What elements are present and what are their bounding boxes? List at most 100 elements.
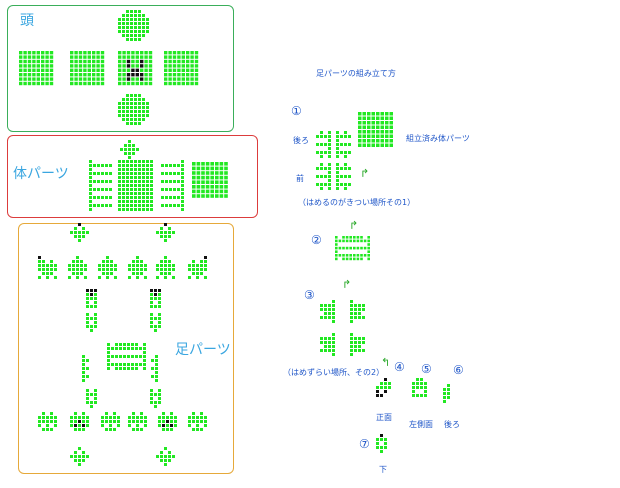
green-bead bbox=[168, 59, 172, 64]
green-bead bbox=[155, 379, 158, 382]
green-bead bbox=[106, 272, 109, 275]
green-bead bbox=[150, 313, 153, 316]
step3-left-piece bbox=[320, 300, 335, 323]
green-bead bbox=[360, 236, 363, 239]
black-bead bbox=[135, 73, 139, 77]
green-bead bbox=[350, 341, 353, 344]
green-bead bbox=[136, 416, 139, 419]
green-bead bbox=[376, 130, 380, 134]
green-bead bbox=[76, 256, 79, 259]
step-3-number: ③ bbox=[304, 288, 315, 302]
green-bead bbox=[90, 405, 93, 408]
green-bead bbox=[140, 260, 143, 263]
green-bead bbox=[160, 260, 163, 263]
green-bead bbox=[151, 359, 154, 362]
green-bead bbox=[134, 196, 137, 199]
black-bead bbox=[74, 424, 77, 427]
green-bead bbox=[215, 175, 219, 180]
green-bead bbox=[164, 455, 167, 458]
green-bead bbox=[130, 102, 133, 105]
green-bead bbox=[82, 371, 85, 374]
green-bead bbox=[160, 268, 163, 271]
green-bead bbox=[148, 73, 153, 77]
green-bead bbox=[128, 424, 131, 427]
green-bead bbox=[135, 343, 138, 346]
green-bead bbox=[100, 59, 105, 64]
leg-shin-piece bbox=[150, 313, 161, 332]
green-bead bbox=[156, 264, 159, 267]
green-bead bbox=[138, 188, 141, 191]
green-bead bbox=[181, 68, 185, 72]
green-bead bbox=[447, 392, 450, 395]
green-bead bbox=[416, 386, 419, 389]
black-bead bbox=[140, 77, 144, 81]
green-bead bbox=[100, 81, 105, 86]
green-bead bbox=[196, 428, 199, 431]
green-bead bbox=[169, 172, 172, 175]
green-bead bbox=[130, 110, 133, 113]
green-bead bbox=[192, 171, 196, 175]
green-bead bbox=[168, 55, 172, 59]
green-bead bbox=[385, 121, 389, 125]
green-bead bbox=[150, 317, 153, 320]
green-bead bbox=[119, 363, 122, 366]
green-bead bbox=[215, 171, 219, 175]
green-bead bbox=[32, 81, 36, 86]
green-bead bbox=[70, 81, 74, 86]
green-bead bbox=[82, 428, 85, 431]
green-bead bbox=[100, 55, 105, 59]
green-bead bbox=[110, 260, 113, 263]
black-bead bbox=[140, 73, 144, 77]
black-bead bbox=[38, 256, 41, 259]
green-bead bbox=[23, 68, 27, 72]
green-bead bbox=[146, 200, 149, 203]
green-bead bbox=[210, 175, 214, 180]
green-bead bbox=[94, 397, 97, 400]
green-bead bbox=[86, 231, 89, 234]
green-bead bbox=[336, 183, 339, 186]
green-bead bbox=[146, 26, 149, 29]
green-bead bbox=[316, 167, 319, 170]
green-bead bbox=[148, 51, 153, 55]
green-bead bbox=[155, 367, 158, 370]
green-bead bbox=[98, 276, 101, 279]
green-bead bbox=[219, 166, 224, 171]
green-bead bbox=[128, 420, 131, 423]
green-bead bbox=[45, 77, 49, 81]
green-bead bbox=[362, 316, 365, 319]
black-bead bbox=[162, 424, 165, 427]
green-bead bbox=[196, 264, 199, 267]
green-bead bbox=[130, 168, 133, 171]
green-bead bbox=[76, 272, 79, 275]
green-bead bbox=[123, 347, 126, 350]
green-bead bbox=[32, 73, 36, 77]
green-bead bbox=[107, 355, 110, 358]
green-bead bbox=[118, 55, 122, 59]
green-bead bbox=[126, 106, 129, 109]
green-bead bbox=[424, 394, 427, 397]
green-bead bbox=[384, 386, 387, 389]
green-bead bbox=[96, 68, 100, 72]
green-bead bbox=[89, 188, 92, 191]
black-bead bbox=[126, 73, 131, 77]
green-bead bbox=[122, 22, 125, 25]
green-bead bbox=[172, 81, 177, 86]
green-bead bbox=[144, 420, 147, 423]
green-bead bbox=[109, 180, 112, 183]
green-bead bbox=[385, 139, 389, 143]
green-bead bbox=[130, 18, 133, 21]
green-bead bbox=[90, 393, 93, 396]
green-bead bbox=[328, 171, 331, 174]
green-bead bbox=[380, 143, 384, 147]
green-bead bbox=[134, 110, 137, 113]
green-bead bbox=[165, 204, 168, 207]
green-bead bbox=[90, 297, 93, 300]
green-bead bbox=[173, 196, 176, 199]
green-bead bbox=[335, 243, 338, 246]
green-bead bbox=[82, 455, 85, 458]
green-bead bbox=[49, 77, 54, 81]
green-bead bbox=[219, 185, 224, 189]
green-bead bbox=[181, 164, 184, 167]
green-bead bbox=[201, 171, 205, 175]
green-bead bbox=[324, 183, 327, 186]
